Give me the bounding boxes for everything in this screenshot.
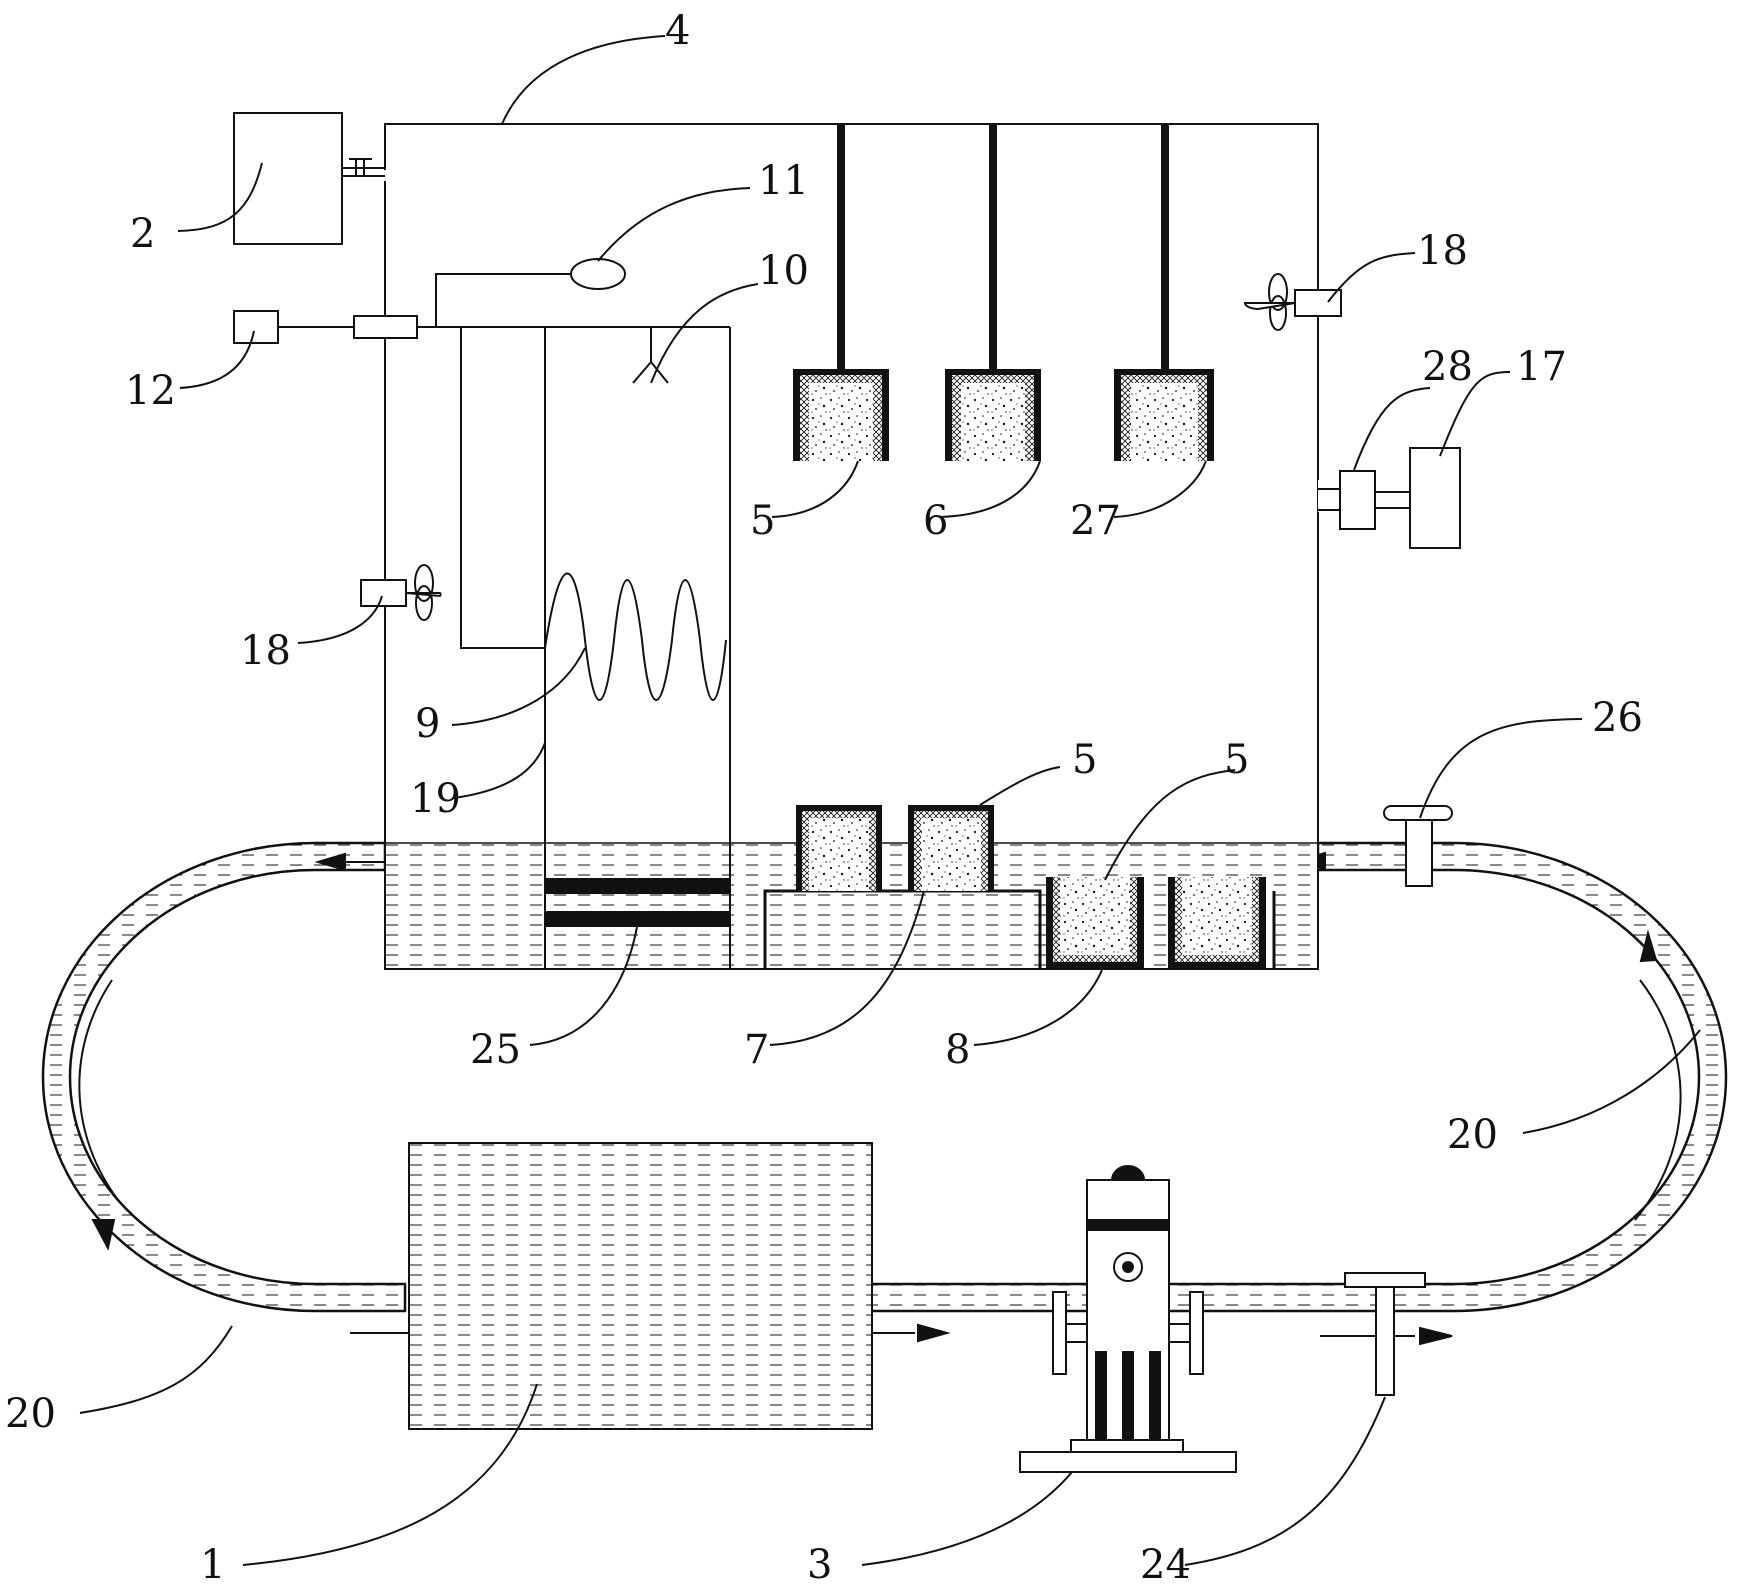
label-12: 12 (125, 368, 176, 414)
label-18-left: 18 (240, 628, 291, 674)
label-9: 9 (415, 701, 440, 747)
tank-1 (408, 1142, 873, 1430)
hanging-samples (793, 124, 1214, 461)
stand-7 (763, 805, 1042, 969)
label-8: 8 (945, 1027, 970, 1073)
label-3: 3 (807, 1542, 832, 1583)
label-24: 24 (1140, 1542, 1191, 1583)
pump-3 (1019, 1165, 1237, 1473)
box-2 (233, 112, 385, 245)
label-19: 19 (410, 776, 461, 822)
device-28-17 (1318, 447, 1461, 549)
label-20-left: 20 (5, 1391, 56, 1437)
fan-18-right (1243, 273, 1342, 331)
controller-12 (233, 258, 626, 344)
fan-18-left (360, 564, 442, 621)
part-labels: 4 2 12 11 10 5 6 27 18 28 17 18 9 19 5 5… (5, 8, 1643, 1588)
label-2: 2 (130, 211, 155, 257)
label-25: 25 (470, 1027, 521, 1073)
container-8 (1038, 877, 1276, 969)
label-6: 6 (923, 498, 948, 544)
label-5-middle: 5 (1072, 737, 1097, 783)
label-20-right: 20 (1447, 1112, 1498, 1158)
leader-lines (79, 35, 1701, 1566)
label-17: 17 (1516, 344, 1567, 390)
valve-26 (1383, 805, 1453, 887)
inner-column-19 (417, 326, 731, 969)
label-11: 11 (758, 158, 809, 204)
label-5-right: 5 (1224, 737, 1249, 783)
label-26: 26 (1592, 695, 1643, 741)
label-10: 10 (758, 248, 809, 294)
valve-24 (1344, 1272, 1426, 1396)
label-5-hanging: 5 (750, 498, 775, 544)
label-4: 4 (665, 8, 690, 54)
label-28: 28 (1422, 344, 1473, 390)
label-1: 1 (200, 1542, 225, 1583)
plates-25 (545, 878, 730, 927)
label-18-right: 18 (1417, 228, 1468, 274)
label-27: 27 (1070, 498, 1121, 544)
label-7: 7 (744, 1027, 769, 1073)
